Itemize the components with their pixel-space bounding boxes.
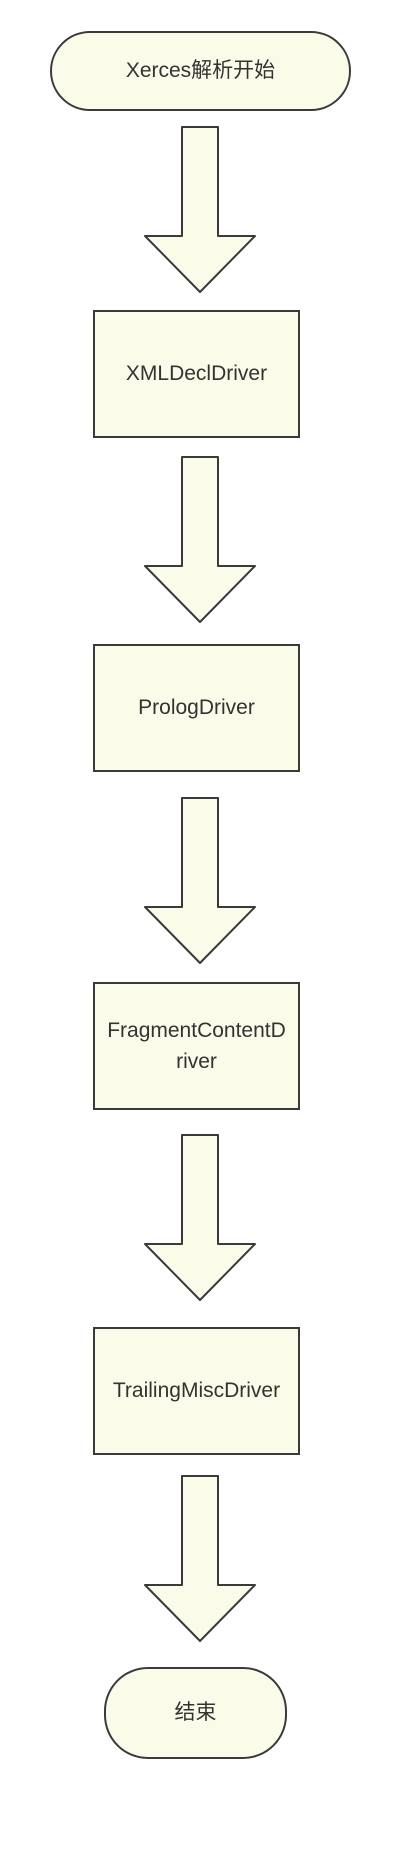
down-block-arrow-icon xyxy=(144,456,256,623)
start-node: Xerces解析开始 xyxy=(50,31,351,111)
step-label: PrologDriver xyxy=(138,696,255,720)
start-label: Xerces解析开始 xyxy=(125,59,276,83)
step-label: TrailingMiscDriver xyxy=(112,1379,281,1403)
step-trailing-misc-driver: TrailingMiscDriver xyxy=(93,1327,300,1455)
step-fragment-content-driver: FragmentContentDriver xyxy=(93,982,300,1110)
down-block-arrow-icon xyxy=(144,797,256,964)
down-block-arrow-icon xyxy=(144,1475,256,1642)
step-prolog-driver: PrologDriver xyxy=(93,644,300,772)
step-label: FragmentContentDriver xyxy=(107,1018,286,1074)
down-block-arrow-icon xyxy=(144,1134,256,1301)
down-block-arrow-icon xyxy=(144,126,256,293)
step-xmldecl-driver: XMLDeclDriver xyxy=(93,310,300,438)
end-node: 结束 xyxy=(104,1667,287,1759)
end-label: 结束 xyxy=(174,1701,217,1725)
step-label: XMLDeclDriver xyxy=(125,362,268,386)
